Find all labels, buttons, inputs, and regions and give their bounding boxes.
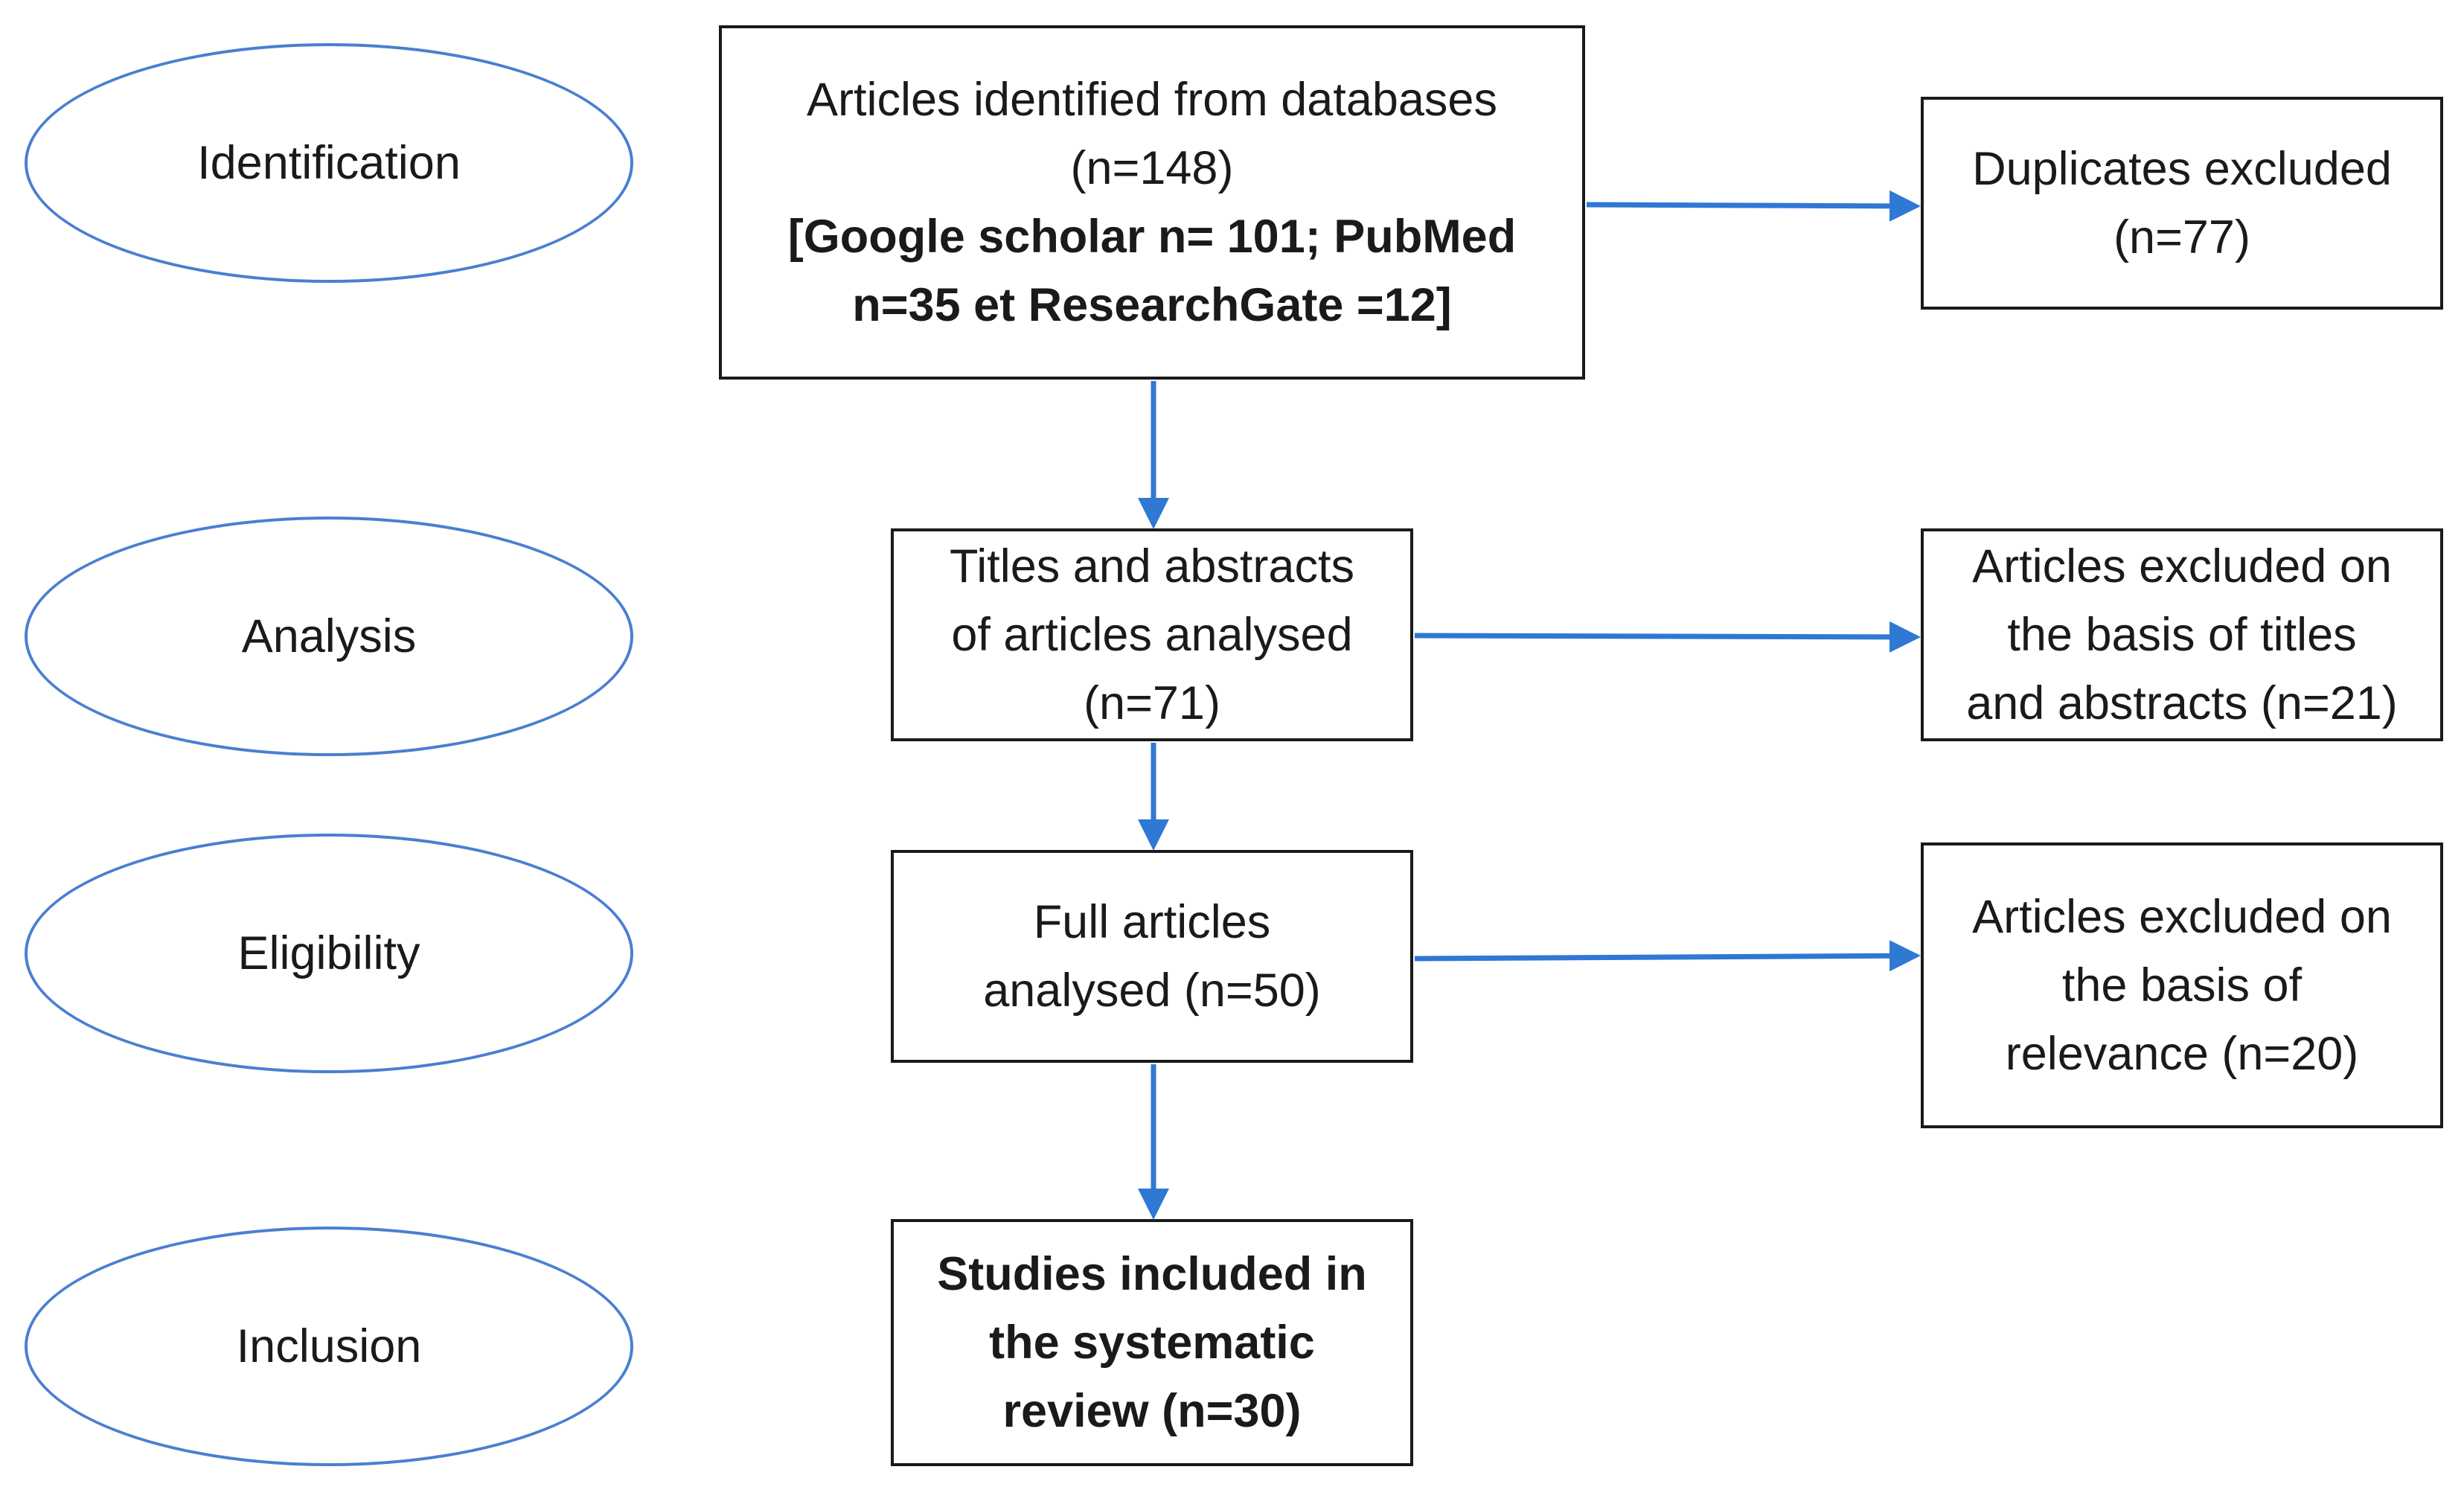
stage-label: Identification <box>197 137 461 189</box>
arrow-full-text-to-excluded <box>1414 940 1921 972</box>
stage-identification: Identification <box>25 43 633 283</box>
relevance-line-1: Articles excluded on <box>1972 891 2392 943</box>
relevance-line-2: the basis of <box>2061 959 2303 1011</box>
included-line-1: Studies included in <box>937 1248 1367 1300</box>
screened-line-1: Titles and abstracts <box>950 540 1354 592</box>
stage-eligibility: Eligibility <box>25 834 633 1073</box>
titles-abstracts-line-2: the basis of titles <box>2007 609 2357 661</box>
screened-line-3: (n=71) <box>1084 677 1220 729</box>
titles-abstracts-excluded-box: Articles excluded on the basis of titles… <box>1921 528 2443 741</box>
full-text-box: Full articles analysed (n=50) <box>891 850 1413 1063</box>
screened-box: Titles and abstracts of articles analyse… <box>891 528 1413 741</box>
stage-label: Inclusion <box>236 1320 422 1372</box>
stage-label: Eligibility <box>237 927 420 979</box>
relevance-excluded-box: Articles excluded on the basis of releva… <box>1921 842 2443 1128</box>
identified-line-4: n=35 et ResearchGate =12] <box>852 279 1452 331</box>
arrow-identified-to-duplicates <box>1586 190 1921 222</box>
duplicates-line-1: Duplicates excluded <box>1972 143 2392 195</box>
included-line-2: the systematic <box>989 1317 1315 1369</box>
titles-abstracts-line-1: Articles excluded on <box>1972 540 2392 592</box>
identified-line-3: [Google scholar n= 101; PubMed <box>787 211 1517 263</box>
stage-label: Analysis <box>241 610 417 662</box>
screened-line-2: of articles analysed <box>951 609 1353 661</box>
stage-inclusion: Inclusion <box>25 1227 633 1466</box>
titles-abstracts-line-3: and abstracts (n=21) <box>1966 677 2398 729</box>
duplicates-line-2: (n=77) <box>2113 211 2250 263</box>
included-box: Studies included in the systematic revie… <box>891 1219 1413 1466</box>
arrow-screened-to-excluded <box>1414 621 1921 653</box>
stage-analysis: Analysis <box>25 517 633 756</box>
full-text-line-1: Full articles <box>1033 896 1271 948</box>
identified-box: Articles identified from databases (n=14… <box>719 25 1585 380</box>
included-line-3: review (n=30) <box>1002 1385 1302 1437</box>
relevance-line-3: relevance (n=20) <box>2005 1028 2359 1080</box>
identified-line-1: Articles identified from databases <box>807 74 1497 126</box>
duplicates-excluded-box: Duplicates excluded (n=77) <box>1921 97 2443 310</box>
full-text-line-2: analysed (n=50) <box>983 965 1321 1017</box>
identified-line-2: (n=148) <box>1070 142 1234 194</box>
